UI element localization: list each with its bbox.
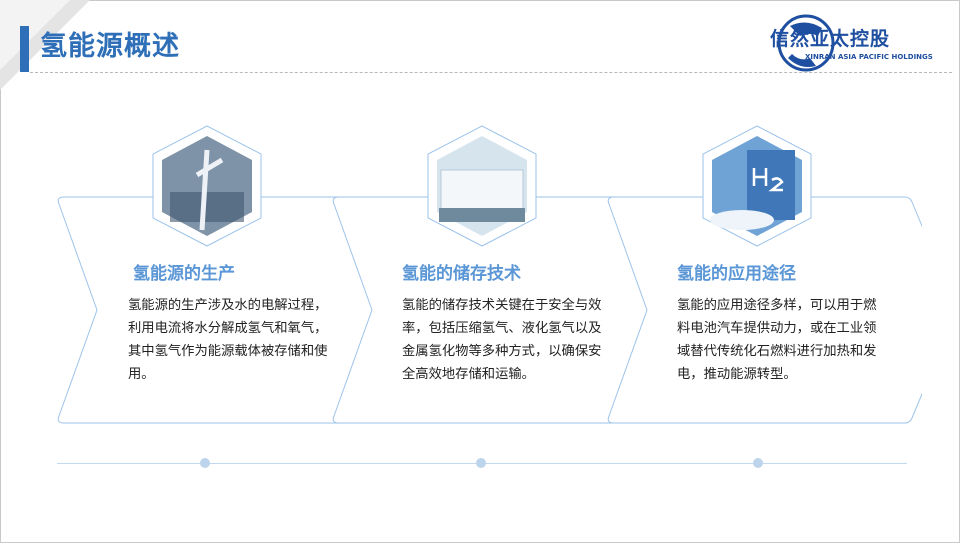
card-title: 氢能源的生产: [133, 264, 235, 284]
title-accent-bar: [20, 26, 29, 72]
logo-english-text: XINRAN ASIA PACIFIC HOLDINGS: [805, 53, 933, 61]
page-curl-highlight: [0, 0, 70, 70]
chevron-card-outline: [57, 125, 372, 424]
card-title: 氢能的储存技术: [402, 264, 521, 284]
card-text: 氢能的应用途径多样，可以用于燃料电池汽车提供动力，或在工业领域替代传统化石燃料进…: [677, 298, 877, 382]
chevron-card-outline: [332, 125, 647, 424]
header-divider: [30, 72, 952, 73]
timeline-dot: [753, 458, 763, 468]
timeline-dot: [200, 458, 210, 468]
globe-icon: [777, 14, 835, 72]
chevron-card-outline: [607, 125, 922, 424]
timeline-dot: [476, 458, 486, 468]
card-title: 氢能的应用途径: [677, 264, 796, 284]
card-text: 氢能的储存技术关键在于安全与效率，包括压缩氢气、液化氢气以及金属氢化物等多种方式…: [402, 298, 602, 382]
company-logo: 信然亚太控股 XINRAN ASIA PACIFIC HOLDINGS: [770, 14, 933, 72]
card-text: 氢能源的生产涉及水的电解过程，利用电流将水分解成氢气和氧气，其中氢气作为能源载体…: [128, 298, 328, 382]
card-application: 氢能的应用途径 氢能的应用途径多样，可以用于燃料电池汽车提供动力，或在工业领域替…: [602, 120, 922, 430]
page-title: 氢能源概述: [40, 31, 180, 62]
card-storage: 氢能的储存技术 氢能的储存技术关键在于安全与效率，包括压缩氢气、液化氢气以及金属…: [327, 120, 647, 430]
card-production: 氢能源的生产 氢能源的生产涉及水的电解过程，利用电流将水分解成氢气和氧气，其中氢…: [52, 120, 372, 430]
logo-chinese-text: 信然亚太控股: [770, 28, 891, 50]
